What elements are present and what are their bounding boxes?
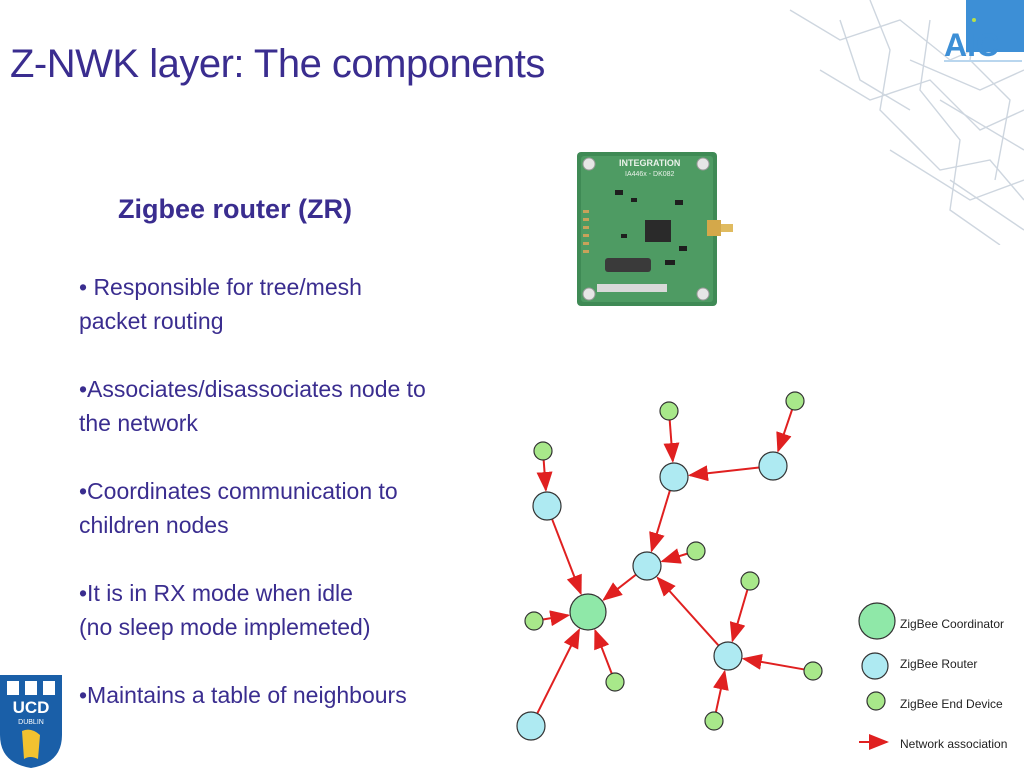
network-association-arrow <box>741 654 805 671</box>
diagram-legend: ZigBee Coordinator ZigBee Router ZigBee … <box>858 602 1007 751</box>
legend-end-device-label: ZigBee End Device <box>900 697 1003 711</box>
network-association-arrow <box>663 419 680 464</box>
router-node <box>532 491 562 521</box>
legend-router-label: ZigBee Router <box>900 657 977 671</box>
bullet-item: •Maintains a table of neighbours <box>79 678 459 712</box>
network-association-arrow <box>729 589 749 643</box>
end-device-node <box>686 541 706 561</box>
ucd-logo-text: UCD <box>13 698 50 717</box>
bullet-line: •It is in RX mode when idle <box>79 580 353 606</box>
board-label-sub: IA446x - DK082 <box>625 171 675 178</box>
zigbee-board-image: INTEGRATION IA446x - DK082 <box>577 152 733 306</box>
ucd-logo: UCD DUBLIN <box>0 675 62 768</box>
legend-coordinator-icon <box>858 602 896 640</box>
end-device-node <box>524 611 544 631</box>
network-association-arrow <box>594 628 613 674</box>
network-association-arrow <box>660 548 688 564</box>
network-association-arrow <box>542 610 571 627</box>
router-node <box>632 551 662 581</box>
coordinator-node <box>569 593 607 631</box>
network-association-arrow <box>536 628 580 714</box>
end-device-node <box>704 711 724 731</box>
bullet-item: • Responsible for tree/mesh packet routi… <box>79 270 459 338</box>
slide-subtitle: Zigbee router (ZR) <box>118 194 352 224</box>
end-device-node <box>533 441 553 461</box>
bullet-item: •Associates/disassociates node to the ne… <box>79 372 459 440</box>
end-device-node <box>785 391 805 411</box>
end-device-node <box>803 661 823 681</box>
legend-end-device-icon <box>866 691 886 711</box>
bullet-line: •Maintains a table of neighbours <box>79 682 407 708</box>
bullet-list: • Responsible for tree/mesh packet routi… <box>79 270 459 746</box>
bullet-line: the network <box>79 410 198 436</box>
board-label: INTEGRATION <box>619 158 680 168</box>
network-association-arrow <box>536 459 553 493</box>
router-node <box>516 711 546 741</box>
legend-coordinator-label: ZigBee Coordinator <box>900 617 1004 631</box>
end-device-node <box>659 401 679 421</box>
network-association-arrow <box>551 518 582 596</box>
network-association-arrow <box>713 669 729 713</box>
network-association-arrow <box>687 465 760 482</box>
bullet-line: •Coordinates communication to <box>79 478 398 504</box>
network-association-arrow <box>656 576 720 647</box>
bullet-item: •It is in RX mode when idle (no sleep mo… <box>79 576 459 644</box>
legend-router-icon <box>861 652 889 680</box>
bullet-line: •Associates/disassociates node to <box>79 376 426 402</box>
network-association-arrow <box>776 409 794 453</box>
network-association-arrow <box>602 573 637 601</box>
end-device-node <box>605 672 625 692</box>
slide-title: Z-NWK layer: The components <box>10 42 545 86</box>
router-node <box>758 451 788 481</box>
aic-logo: AIC <box>944 0 1024 63</box>
aic-logo-text: AIC <box>944 27 999 63</box>
bullet-line: (no sleep mode implemeted) <box>79 614 371 640</box>
end-device-node <box>740 571 760 591</box>
router-node <box>659 462 689 492</box>
network-association-arrow <box>649 490 671 553</box>
bullet-item: •Coordinates communication to children n… <box>79 474 459 542</box>
ucd-logo-subtext: DUBLIN <box>18 719 44 726</box>
legend-association-label: Network association <box>900 737 1007 751</box>
bullet-line: packet routing <box>79 308 224 334</box>
bullet-line: • Responsible for tree/mesh <box>79 274 362 300</box>
router-node <box>713 641 743 671</box>
network-topology-diagram: ZigBee Coordinator ZigBee Router ZigBee … <box>516 391 1007 751</box>
bullet-line: children nodes <box>79 512 229 538</box>
